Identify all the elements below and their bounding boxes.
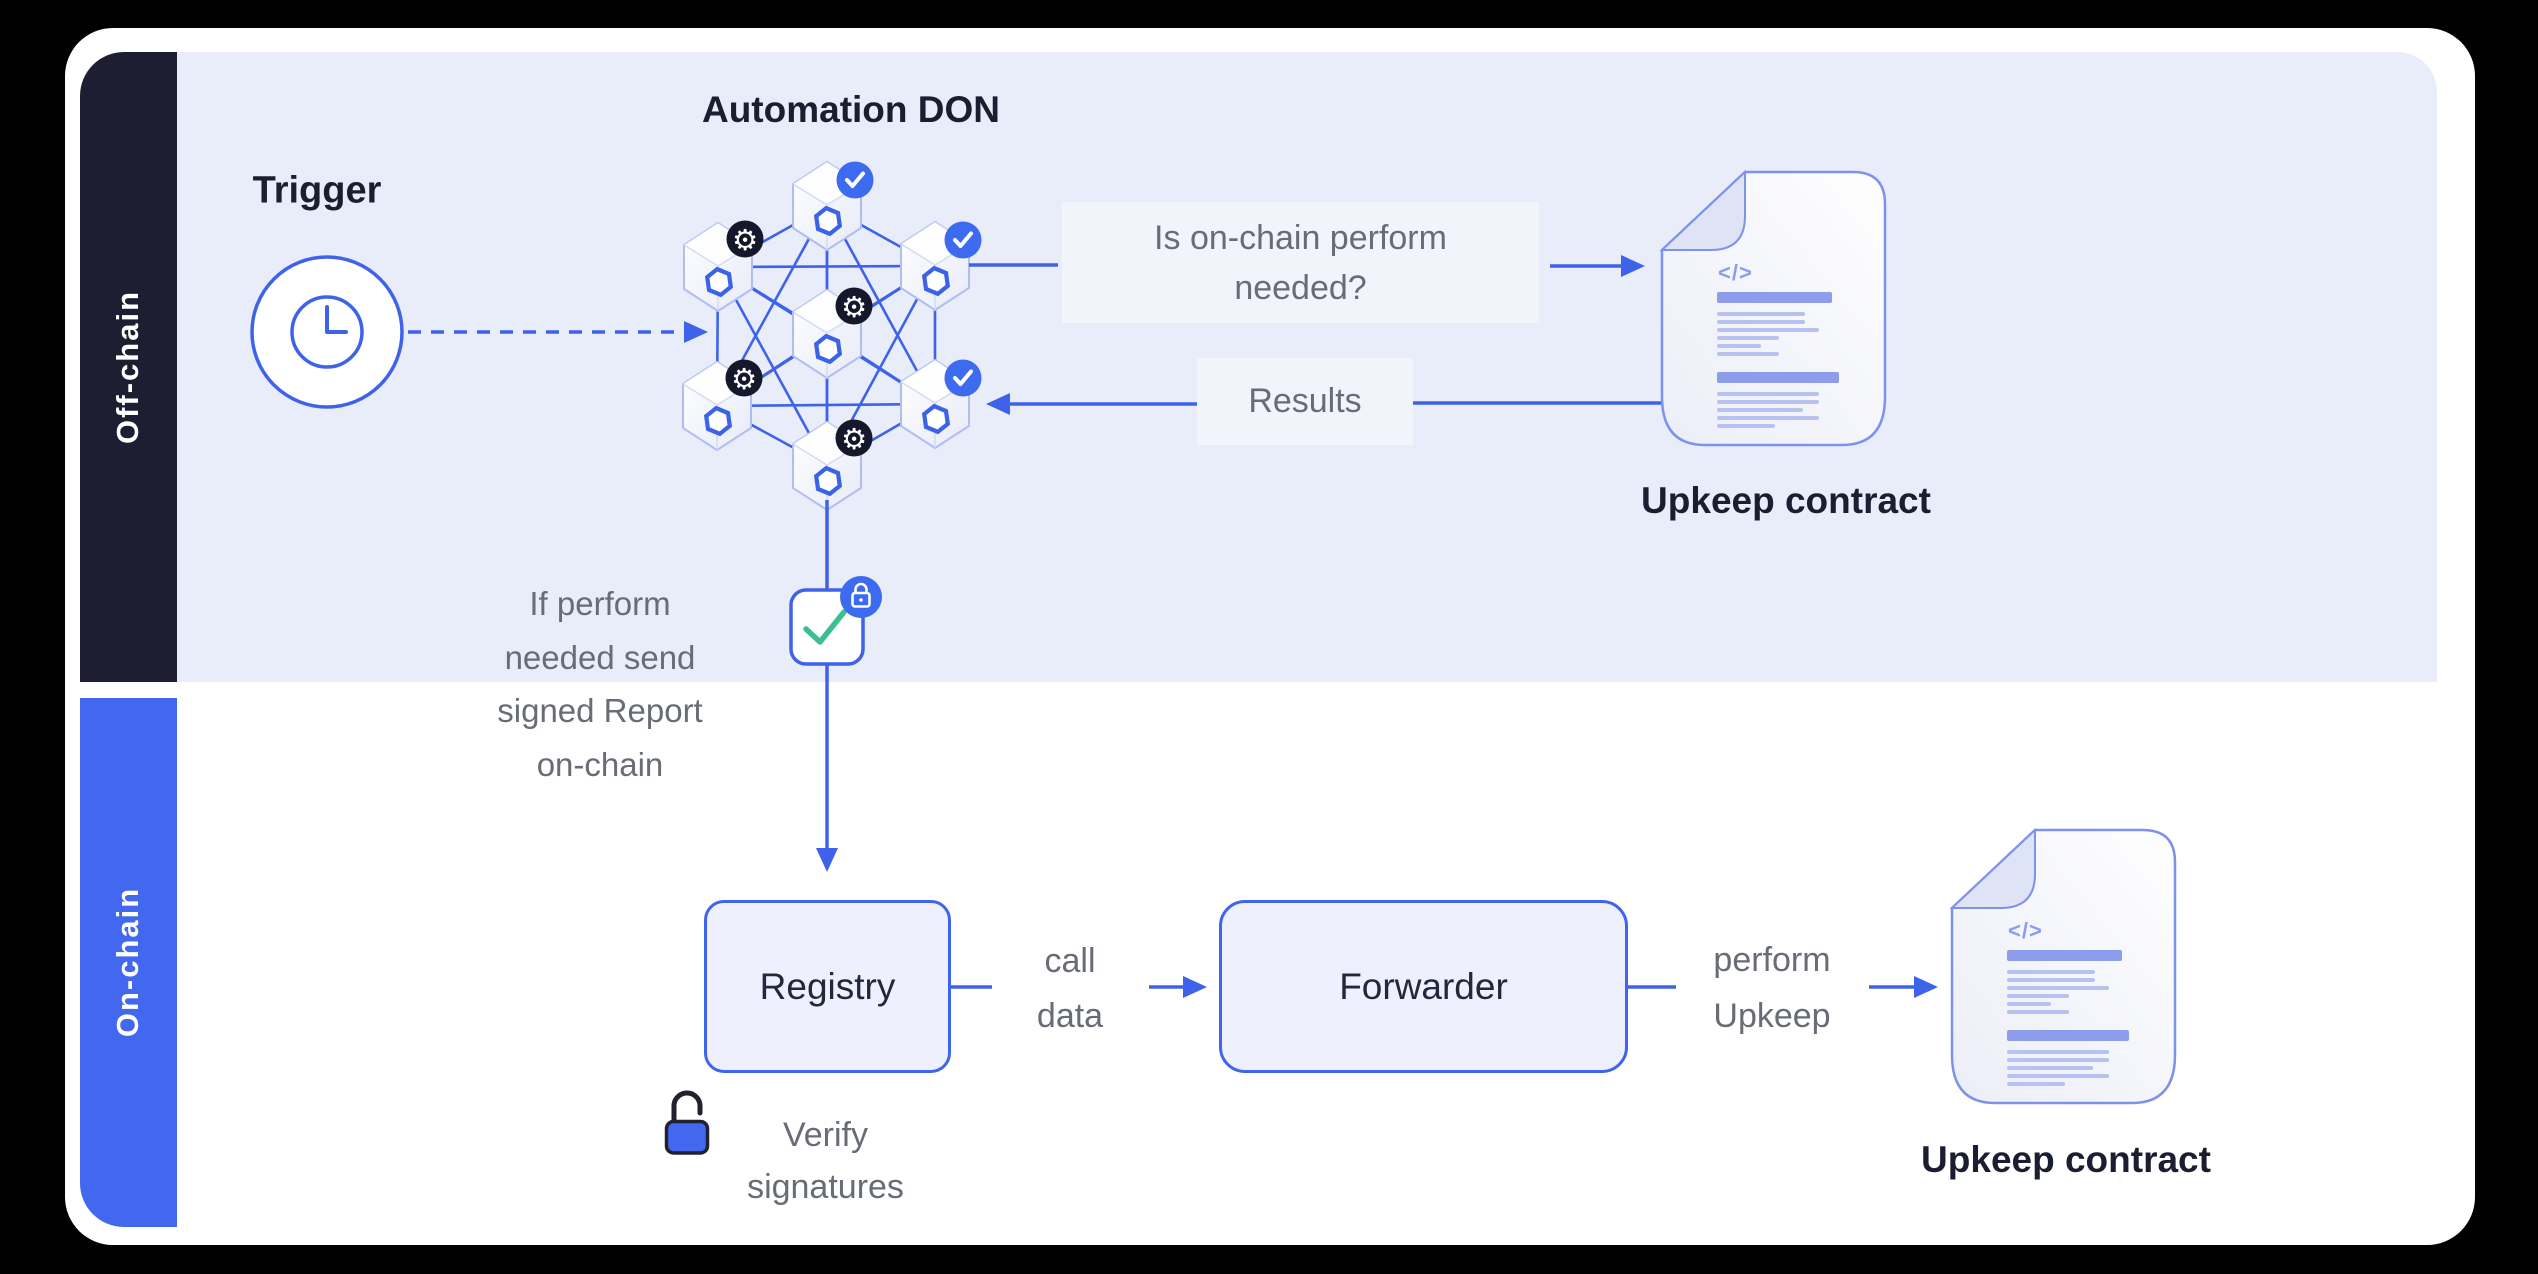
question-line-1: Is on-chain perform xyxy=(1154,218,1447,257)
don-to-registry-arrow xyxy=(816,500,838,872)
lock-badge-icon xyxy=(840,576,882,618)
results-arrow xyxy=(986,393,1664,415)
forwarder-to-upkeep-arrow xyxy=(1628,976,1938,998)
report-note-line-4: on-chain xyxy=(536,745,664,783)
registry-to-forwarder-arrow xyxy=(951,976,1207,998)
question-line-2: needed? xyxy=(1234,268,1367,307)
call-data-line-2: data xyxy=(1036,997,1104,1035)
call-data-line-1: call xyxy=(1044,942,1096,980)
trigger-to-don-arrow xyxy=(408,321,708,343)
results-label: Results xyxy=(1197,358,1413,445)
report-note-line-1: If perform xyxy=(529,585,671,622)
unlock-icon xyxy=(664,1090,710,1155)
registry-node: Registry xyxy=(704,900,951,1073)
forwarder-node: Forwarder xyxy=(1219,900,1628,1073)
results-text: Results xyxy=(1248,382,1362,420)
don-to-upkeep-arrow xyxy=(969,255,1645,277)
don-node-cluster xyxy=(683,159,984,511)
signed-report-check-icon xyxy=(789,576,882,666)
verify-line-1: Verify xyxy=(782,1116,869,1154)
upkeep-contract-doc-offchain xyxy=(1660,170,1887,447)
upkeep-contract-label-onchain: Upkeep contract xyxy=(1921,1139,2211,1180)
report-note-line-3: signed Report xyxy=(497,692,703,729)
onchain-lane-bar xyxy=(80,698,177,1227)
perform-upkeep-line-1: perform xyxy=(1713,941,1831,979)
upkeep-contract-doc-onchain xyxy=(1950,828,2177,1105)
upkeep-contract-label-offchain: Upkeep contract xyxy=(1641,480,1931,521)
question-label: Is on-chain perform needed? xyxy=(1062,202,1539,323)
verify-signatures-label: Verify signatures xyxy=(705,1109,946,1213)
don-title: Automation DON xyxy=(701,89,1001,130)
report-note-line-2: needed send xyxy=(504,638,696,676)
trigger-label: Trigger xyxy=(252,169,382,212)
clock-icon xyxy=(250,255,404,409)
forwarder-label: Forwarder xyxy=(1339,965,1508,1007)
verify-line-2: signatures xyxy=(747,1168,904,1206)
report-note: If perform needed send signed Report on-… xyxy=(455,577,745,791)
registry-label: Registry xyxy=(759,965,896,1007)
call-data-label: call data xyxy=(1000,934,1140,1044)
offchain-lane-bar xyxy=(80,52,177,682)
perform-upkeep-line-2: Upkeep xyxy=(1713,997,1831,1035)
perform-upkeep-label: perform Upkeep xyxy=(1662,932,1882,1044)
